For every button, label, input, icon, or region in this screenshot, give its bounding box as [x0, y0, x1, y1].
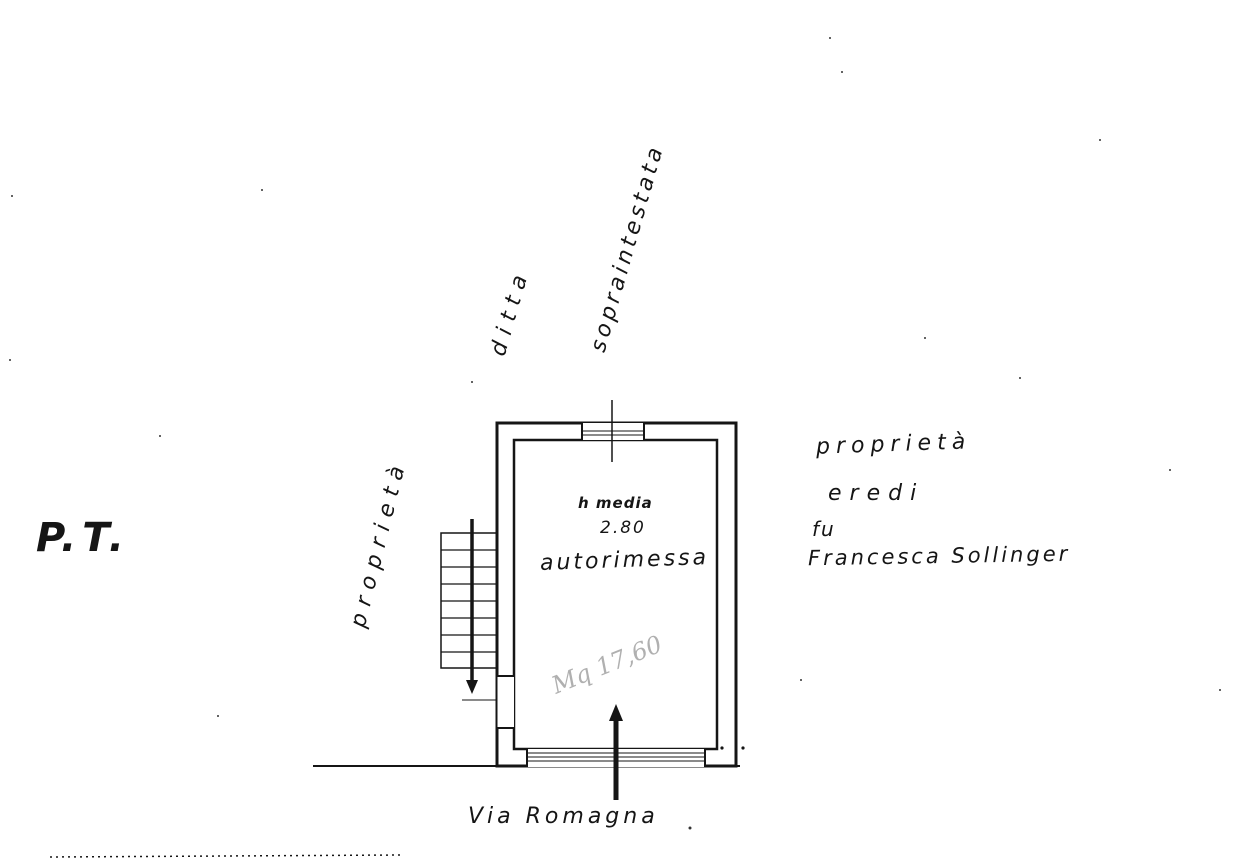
entrance-arrow-icon — [609, 704, 623, 800]
right-owner-line-2: eredi — [828, 481, 925, 506]
right-owner-line-3: fu — [812, 517, 836, 541]
room-height-label: h media — [578, 494, 653, 512]
room-height-value: 2.80 — [600, 518, 646, 538]
paper-specks — [9, 37, 1221, 830]
area-note: Mq 17,60 — [547, 630, 666, 700]
right-owner-line-4: Francesca Sollinger — [807, 541, 1071, 571]
staircase — [440, 532, 498, 669]
scan-edge-line — [49, 854, 401, 858]
inner-wall — [512, 438, 719, 751]
stair-arrow-icon — [466, 519, 478, 694]
floor-code: P.T. — [36, 515, 130, 561]
side-door — [462, 675, 514, 729]
top-window — [581, 400, 645, 462]
street-label: Via Romagna — [468, 804, 659, 829]
corner-dot — [741, 746, 745, 750]
corner-dot — [720, 746, 724, 750]
